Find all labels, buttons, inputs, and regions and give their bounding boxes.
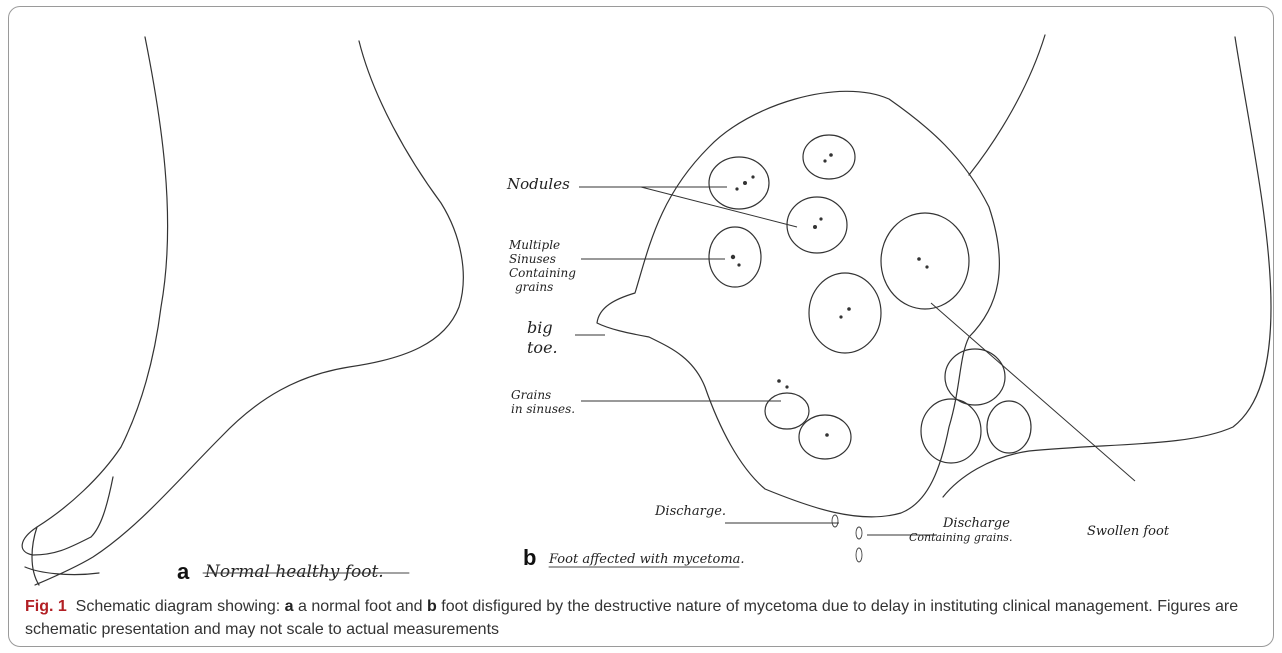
annotation-grains-line1: Grains [511,388,551,402]
normal-foot-drawing [22,37,463,585]
annotation-discharge-grains-line1: Discharge [942,516,1010,531]
panel-a-label: Normal healthy foot. [204,562,384,582]
affected-foot-leg-heel [943,35,1271,497]
annotation-multiple-sinuses-line3: Containing [509,266,576,280]
annotation-nodules: Nodules [506,175,570,193]
nodule-5 [881,213,969,309]
discharge-drop-3 [856,548,862,562]
figure-frame: a Normal healthy foot. [8,6,1274,647]
caption-a-letter: a [285,598,294,615]
caption-intro: Schematic diagram showing: [76,598,281,615]
caption-b-letter: b [427,598,437,615]
discharge-drop-1 [832,515,838,527]
figure-caption: Fig. 1 Schematic diagram showing: a a no… [25,595,1265,641]
nodule-6 [809,273,881,353]
nodule-7 [945,349,1005,405]
nodule-10 [799,415,851,459]
affected-foot-outline [597,91,999,517]
nodule-9 [987,401,1031,453]
affected-foot-drawing [597,35,1271,562]
annotation-multiple-sinuses-line2: Sinuses [509,252,556,266]
annotation-big-toe-line1: big [527,318,553,337]
normal-foot-heel-sole [35,41,463,585]
nodule-3 [787,197,847,253]
annotation-swollen-foot: Swollen foot [1087,524,1170,539]
annotation-big-toe-line2: toe. [527,338,558,357]
nodule-11 [765,393,809,429]
annotation-multiple-sinuses-line4: grains [515,280,553,294]
normal-foot-toes [25,477,113,585]
panel-b-letter: b [523,545,536,570]
panel-a-letter: a [177,559,190,584]
annotation-multiple-sinuses-line1: Multiple [508,238,560,252]
caption-a-text: a normal foot and [298,598,423,615]
nodule-2 [803,135,855,179]
caption-figure-label: Fig. 1 [25,598,67,615]
annotation-leader-lines [575,187,1135,535]
panel-b-label: Foot affected with mycetoma. [548,552,745,567]
schematic-drawing: a Normal healthy foot. [9,7,1274,592]
annotation-discharge: Discharge. [654,504,726,519]
discharge-drop-2 [856,527,862,539]
annotation-grains-line2: in sinuses. [511,402,575,416]
grain-dots [731,153,929,437]
nodule-1 [709,157,769,209]
annotation-discharge-grains-line2: Containing grains. [909,531,1012,544]
nodule-8 [921,399,981,463]
normal-foot-front-contour [22,37,167,555]
